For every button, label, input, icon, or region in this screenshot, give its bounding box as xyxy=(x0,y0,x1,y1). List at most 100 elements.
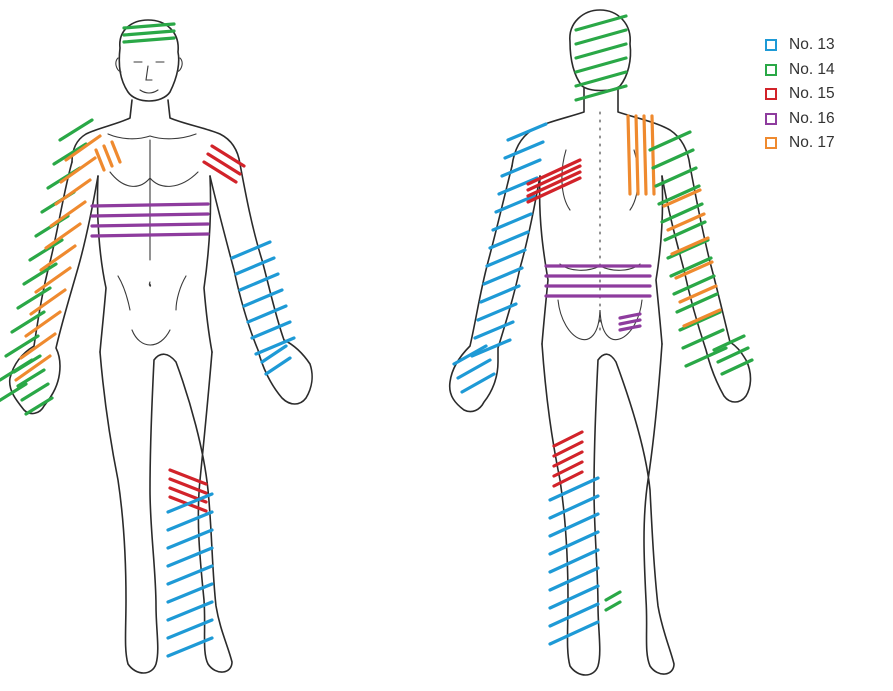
back-body-outline xyxy=(450,10,751,675)
square-outline-icon xyxy=(765,64,777,76)
front-leg-blue-region xyxy=(168,494,212,656)
hatch-line xyxy=(54,144,86,164)
hatch-line xyxy=(472,340,510,356)
front-chest-details xyxy=(108,134,198,345)
hatch-line xyxy=(168,512,212,530)
hatch-line xyxy=(499,178,537,194)
legend-label: No. 14 xyxy=(789,61,835,79)
hatch-line xyxy=(683,330,723,348)
hatch-line xyxy=(644,116,646,194)
legend-label: No. 16 xyxy=(789,110,835,128)
hatch-line xyxy=(266,358,290,374)
square-outline-icon xyxy=(765,137,777,149)
hatch-line xyxy=(576,30,626,44)
back-right-hand-green-region xyxy=(714,336,752,374)
hatch-line xyxy=(168,602,212,620)
front-shoulder-orange-region xyxy=(96,142,120,170)
hatch-line xyxy=(66,136,100,160)
hatch-line xyxy=(96,150,104,170)
back-left-hand-blue-region xyxy=(454,346,494,392)
legend-label: No. 17 xyxy=(789,134,835,152)
hatch-line xyxy=(677,294,717,312)
back-leg-blue-region xyxy=(550,478,598,644)
hatch-line xyxy=(620,326,640,330)
hatch-line xyxy=(92,214,208,216)
hatch-line xyxy=(620,314,640,318)
front-body-outline xyxy=(10,20,312,673)
legend-label: No. 15 xyxy=(789,85,835,103)
hatch-line xyxy=(104,146,112,166)
hatch-line xyxy=(240,274,278,290)
hatch-line xyxy=(576,72,626,86)
hatch-line xyxy=(232,242,270,258)
hatch-line xyxy=(550,622,598,644)
hatch-line xyxy=(505,142,543,158)
hatch-line xyxy=(606,592,620,600)
back-right-shoulder-orange-region xyxy=(628,116,654,194)
hatch-line xyxy=(18,370,44,386)
hatch-line xyxy=(112,142,120,162)
hatch-line xyxy=(550,568,598,590)
back-purple-region xyxy=(546,266,650,296)
hatch-line xyxy=(26,312,60,336)
hatch-line xyxy=(550,478,598,500)
legend-item: No. 16 xyxy=(765,107,885,132)
hatch-line xyxy=(576,16,626,30)
hatch-line xyxy=(92,204,208,206)
hatch-line xyxy=(124,38,174,42)
hatch-line xyxy=(208,154,240,174)
back-buttock-purple-region xyxy=(620,314,640,330)
hatch-line xyxy=(168,584,212,602)
hatch-line xyxy=(244,290,282,306)
square-outline-icon xyxy=(765,39,777,51)
legend-item: No. 13 xyxy=(765,33,885,58)
hatch-line xyxy=(60,120,92,140)
back-left-arm-blue-region xyxy=(472,124,546,356)
hatch-line xyxy=(212,146,244,166)
hatch-line xyxy=(576,44,626,58)
hatch-line xyxy=(684,310,720,326)
back-legs xyxy=(542,344,674,675)
hatch-line xyxy=(454,346,486,364)
hatch-line xyxy=(636,116,638,194)
hatch-line xyxy=(51,202,85,226)
hatch-line xyxy=(61,158,95,182)
hatch-line xyxy=(550,586,598,608)
hatch-line xyxy=(236,258,274,274)
back-leg-red-region xyxy=(554,432,582,486)
hatch-line xyxy=(92,234,208,236)
front-right-arm-green-region xyxy=(0,120,92,404)
hatch-line xyxy=(653,150,693,168)
hatch-line xyxy=(462,374,494,392)
hatch-line xyxy=(502,160,540,176)
hatch-line xyxy=(124,31,174,35)
hatch-line xyxy=(168,620,212,638)
hatch-line xyxy=(550,496,598,518)
hatch-line xyxy=(204,162,236,182)
square-outline-icon xyxy=(765,88,777,100)
legend-item: No. 15 xyxy=(765,82,885,107)
hatch-line xyxy=(652,116,654,194)
hatch-line xyxy=(248,306,286,322)
hatch-line xyxy=(528,172,580,196)
hatch-line xyxy=(12,312,44,332)
front-head-green-region xyxy=(124,24,174,42)
hatch-line xyxy=(478,304,516,320)
hatch-line xyxy=(550,550,598,572)
legend: No. 13 No. 14 No. 15 No. 16 No. 17 xyxy=(765,33,885,156)
hatch-line xyxy=(606,602,620,610)
hatch-line xyxy=(92,224,208,226)
hatch-line xyxy=(668,240,708,258)
hatch-line xyxy=(620,320,640,324)
legend-item: No. 14 xyxy=(765,58,885,83)
hatch-line xyxy=(671,258,711,276)
hatch-line xyxy=(722,360,752,374)
hatch-line xyxy=(252,322,290,338)
hatch-line xyxy=(508,124,546,140)
hatch-line xyxy=(458,360,490,378)
hatch-line xyxy=(628,116,630,194)
hatch-line xyxy=(168,548,212,566)
hatch-line xyxy=(496,196,534,212)
hatch-line xyxy=(56,180,90,204)
